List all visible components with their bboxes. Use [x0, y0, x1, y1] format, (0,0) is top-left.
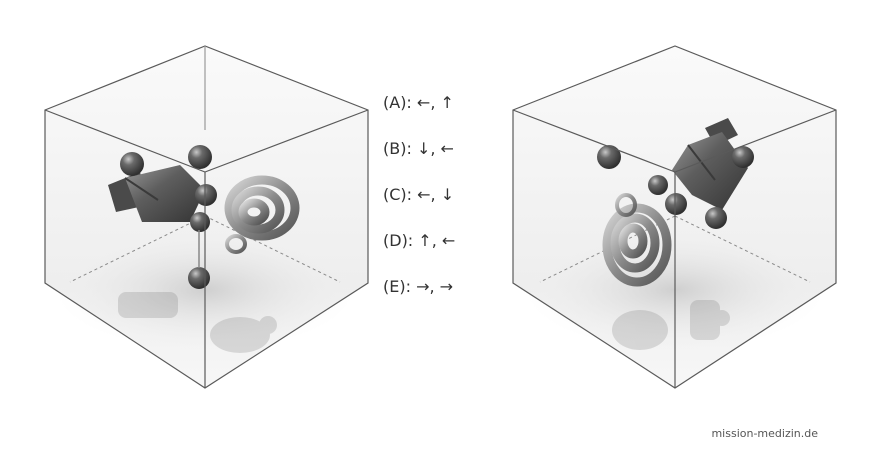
option-letter: (A):	[383, 93, 412, 112]
cube-left-reflection	[118, 292, 277, 353]
sphere	[195, 184, 217, 206]
option-letter: (B):	[383, 139, 412, 158]
sphere	[665, 193, 687, 215]
cube-left-drawing	[44, 45, 369, 389]
sphere	[597, 145, 621, 169]
cube-right-drawing	[512, 45, 837, 389]
sphere	[190, 212, 210, 232]
cube-left-object-coil	[224, 175, 300, 254]
cube-figure-left	[0, 0, 400, 456]
sphere	[188, 145, 212, 169]
cube-left-hidden-edges	[69, 215, 341, 283]
option-b[interactable]: (B): ↓, ←	[383, 138, 455, 160]
option-a[interactable]: (A): ←, ↑	[383, 92, 455, 114]
cube-right-object-coil	[602, 193, 672, 287]
sphere	[732, 146, 754, 168]
cube-right-edges	[512, 45, 837, 389]
watermark-text: mission-medizin.de	[711, 427, 818, 440]
answer-options: (A): ←, ↑ (B): ↓, ← (C): ←, ↓ (D): ↑, ← …	[383, 92, 455, 322]
option-letter: (C):	[383, 185, 413, 204]
option-answer: ↓, ←	[416, 139, 454, 158]
option-letter: (D):	[383, 231, 414, 250]
option-answer: ↑, ←	[418, 231, 456, 250]
cube-left-edges	[44, 45, 369, 389]
cube-left-object-block	[108, 145, 217, 289]
sphere	[648, 175, 668, 195]
sphere	[188, 267, 210, 289]
option-letter: (E):	[383, 277, 411, 296]
option-answer: ←, ↓	[417, 185, 455, 204]
option-e[interactable]: (E): →, →	[383, 276, 455, 298]
cube-figure-right	[460, 0, 880, 456]
option-d[interactable]: (D): ↑, ←	[383, 230, 455, 252]
cube-right-reflection	[612, 300, 730, 350]
option-answer: ←, ↑	[416, 93, 454, 112]
sphere	[705, 207, 727, 229]
option-c[interactable]: (C): ←, ↓	[383, 184, 455, 206]
sphere	[120, 152, 144, 176]
option-answer: →, →	[416, 277, 454, 296]
